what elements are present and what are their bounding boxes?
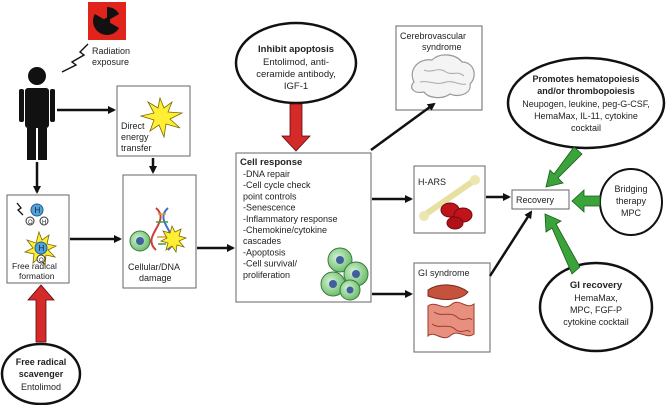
cell-response-item: -Cell survival/ [243, 259, 298, 269]
water-molecule-icon: H O H [25, 203, 49, 226]
cell-response-item: proliferation [243, 270, 290, 280]
lightning-burst-icon [139, 96, 184, 139]
gi-recovery-line2: MPC, FGF-P [570, 305, 622, 315]
flow-arrows [33, 102, 533, 298]
bridging-line3: MPC [621, 208, 642, 218]
scavenger-title-line2: scavenger [19, 369, 64, 379]
green-arrow-hematopoiesis [545, 146, 583, 188]
damaged-cell-icon [129, 230, 151, 252]
molecule2-center: H [39, 244, 45, 253]
inhibit-apoptosis-ellipse [234, 21, 358, 105]
cerebrovascular-line2: syndrome [422, 42, 462, 52]
cell-response-list: -DNA repair-Cell cycle check point contr… [243, 169, 338, 280]
molecule1-left: O [28, 220, 33, 226]
gi-syndrome-label: GI syndrome [418, 268, 470, 278]
cell-response-title: Cell response [240, 157, 302, 168]
cell-response-item: -Inflammatory response [243, 214, 338, 224]
inhibit-apoptosis-line2: ceramide antibody, [256, 69, 336, 80]
free-radical-line2: formation [19, 271, 55, 281]
scavenger-ellipse [0, 342, 82, 405]
hydroxyl-radical-icon: H O [34, 241, 48, 264]
gi-tract-icon [427, 284, 475, 339]
radiation-beam-icon [61, 43, 89, 73]
hematopoiesis-line1: Neupogen, leukine, peg-G-CSF, [522, 99, 650, 109]
h-ars-label: H-ARS [418, 177, 446, 187]
cell-response-item: -Senescence [243, 203, 296, 213]
red-arrow-scavenger [27, 284, 55, 343]
small-lightning-icon [16, 202, 24, 216]
cell-response-item: point controls [243, 191, 297, 201]
free-radical-line1: Free radical [12, 261, 57, 271]
gi-recovery-ellipse [538, 261, 654, 353]
inhibit-apoptosis-title: Inhibit apoptosis [258, 44, 334, 55]
cellular-damage-line1: Cellular/DNA [128, 262, 180, 272]
hematopoiesis-title-line2: and/or thrombopoiesis [537, 86, 635, 96]
bridging-line1: Bridging [614, 184, 647, 194]
radiation-symbol-icon [88, 2, 126, 40]
green-arrow-gi-recovery [544, 213, 581, 275]
scavenger-title-line1: Free radical [16, 357, 67, 367]
gi-recovery-title: GI recovery [570, 280, 623, 291]
cell-response-item: -DNA repair [243, 169, 290, 179]
inhibitor-arrows [27, 103, 311, 343]
molecule1-center: H [35, 206, 41, 215]
recovery-label: Recovery [516, 195, 555, 205]
hematopoiesis-line2: HemaMax, IL-11, cytokine [534, 111, 638, 121]
red-arrow-inhibit-apoptosis [281, 103, 311, 152]
direct-energy-line3: transfer [121, 143, 152, 153]
hematopoiesis-line3: cocktail [571, 123, 601, 133]
radiation-label-line2: exposure [92, 57, 129, 67]
radiation-label-line1: Radiation [92, 46, 130, 56]
cell-response-item: -Apoptosis [243, 247, 286, 257]
cellular-damage-box [122, 174, 197, 289]
cell-cluster-icon [320, 247, 369, 301]
cerebrovascular-line1: Cerebrovascular [400, 31, 466, 41]
arrow-to-cerebrovascular [370, 102, 436, 152]
bone-blood-cells-icon [419, 175, 480, 230]
cell-response-item: cascades [243, 236, 282, 246]
inhibit-apoptosis-line3: IGF-1 [284, 81, 308, 92]
cell-response-item: -Chemokine/cytokine [243, 225, 327, 235]
hematopoiesis-title-line1: Promotes hematopoiesis [532, 74, 639, 84]
brain-icon [411, 54, 475, 99]
direct-energy-line1: Direct [121, 121, 145, 131]
bridging-line2: therapy [616, 196, 647, 206]
gi-recovery-line3: cytokine cocktail [563, 317, 629, 327]
molecule2-left: O [39, 258, 44, 264]
cell-response-item: -Cell cycle check [243, 180, 311, 190]
direct-energy-line2: energy [121, 132, 149, 142]
molecule1-right: H [42, 220, 46, 226]
person-icon [19, 67, 55, 160]
recovery-box [511, 189, 570, 210]
inhibit-apoptosis-line1: Entolimod, anti- [263, 57, 329, 68]
hematopoiesis-ellipse [506, 56, 666, 150]
gi-recovery-line1: HemaMax, [574, 293, 618, 303]
damage-burst-icon [159, 224, 188, 254]
arrow-gi-to-recovery [488, 210, 533, 277]
scavenger-agent: Entolimod [21, 382, 61, 392]
green-arrow-bridging [571, 189, 601, 213]
promoter-arrows [544, 146, 601, 275]
cellular-damage-line2: damage [139, 273, 172, 283]
